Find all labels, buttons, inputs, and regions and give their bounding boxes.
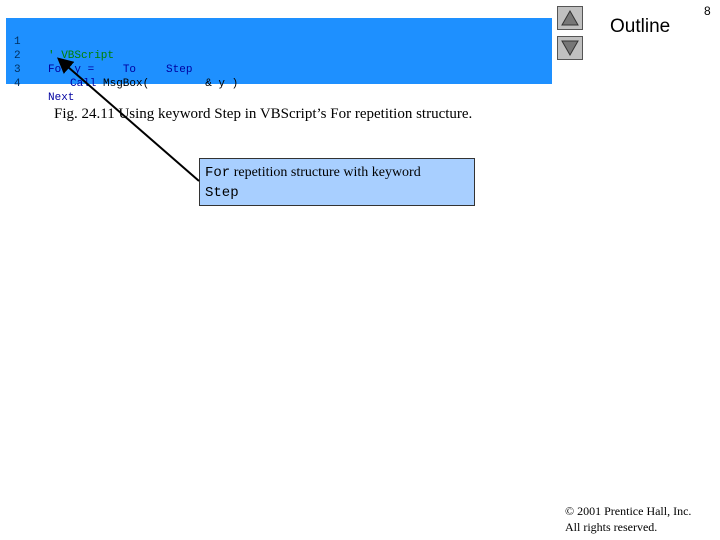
callout-keyword-for: For bbox=[205, 165, 231, 181]
code-comment: ' VBScript bbox=[48, 50, 115, 62]
code-var: y = bbox=[67, 64, 101, 76]
page-number: 8 bbox=[704, 4, 711, 18]
triangle-down-icon bbox=[561, 40, 579, 56]
outline-title: Outline bbox=[610, 16, 671, 37]
keyword-for: For bbox=[48, 64, 68, 76]
copyright-line-2: All rights reserved. bbox=[565, 520, 658, 534]
callout-keyword-step: Step bbox=[205, 185, 239, 201]
line-number: 3 bbox=[14, 64, 21, 76]
code-text: Call MsgBox( & y ) bbox=[70, 77, 238, 91]
copyright-notice: © 2001 Prentice Hall, Inc. All rights re… bbox=[565, 503, 691, 535]
keyword-next: Next bbox=[48, 92, 75, 104]
keyword-call: Call bbox=[70, 78, 97, 90]
line-number: 1 bbox=[14, 36, 21, 48]
code-text: For y = To Step bbox=[48, 63, 192, 77]
previous-slide-button[interactable] bbox=[557, 6, 583, 30]
figure-caption: Fig. 24.11 Using keyword Step in VBScrip… bbox=[54, 106, 473, 122]
next-slide-button[interactable] bbox=[557, 36, 583, 60]
code-line-3: 3 Call MsgBox( & y ) bbox=[6, 49, 238, 90]
code-concat: & y ) bbox=[205, 78, 239, 90]
code-line-1: 1 ' VBScript bbox=[6, 21, 114, 62]
triangle-up-icon bbox=[561, 10, 579, 26]
line-number: 2 bbox=[14, 50, 21, 62]
line-number: 4 bbox=[14, 78, 21, 90]
code-line-4: 4 Next bbox=[6, 63, 74, 104]
copyright-icon: © bbox=[565, 504, 575, 518]
copyright-line-1: 2001 Prentice Hall, Inc. bbox=[574, 504, 692, 518]
code-call: MsgBox( bbox=[96, 78, 150, 90]
keyword-to: To bbox=[122, 64, 137, 76]
callout-box: For repetition structure with keyword St… bbox=[199, 158, 475, 206]
code-line-2: 2 For y = To Step bbox=[6, 35, 192, 76]
code-panel: 1 ' VBScript 2 For y = To Step 3 Call Msg… bbox=[6, 18, 552, 104]
keyword-step: Step bbox=[166, 64, 193, 76]
callout-text: repetition structure with keyword bbox=[230, 165, 421, 180]
